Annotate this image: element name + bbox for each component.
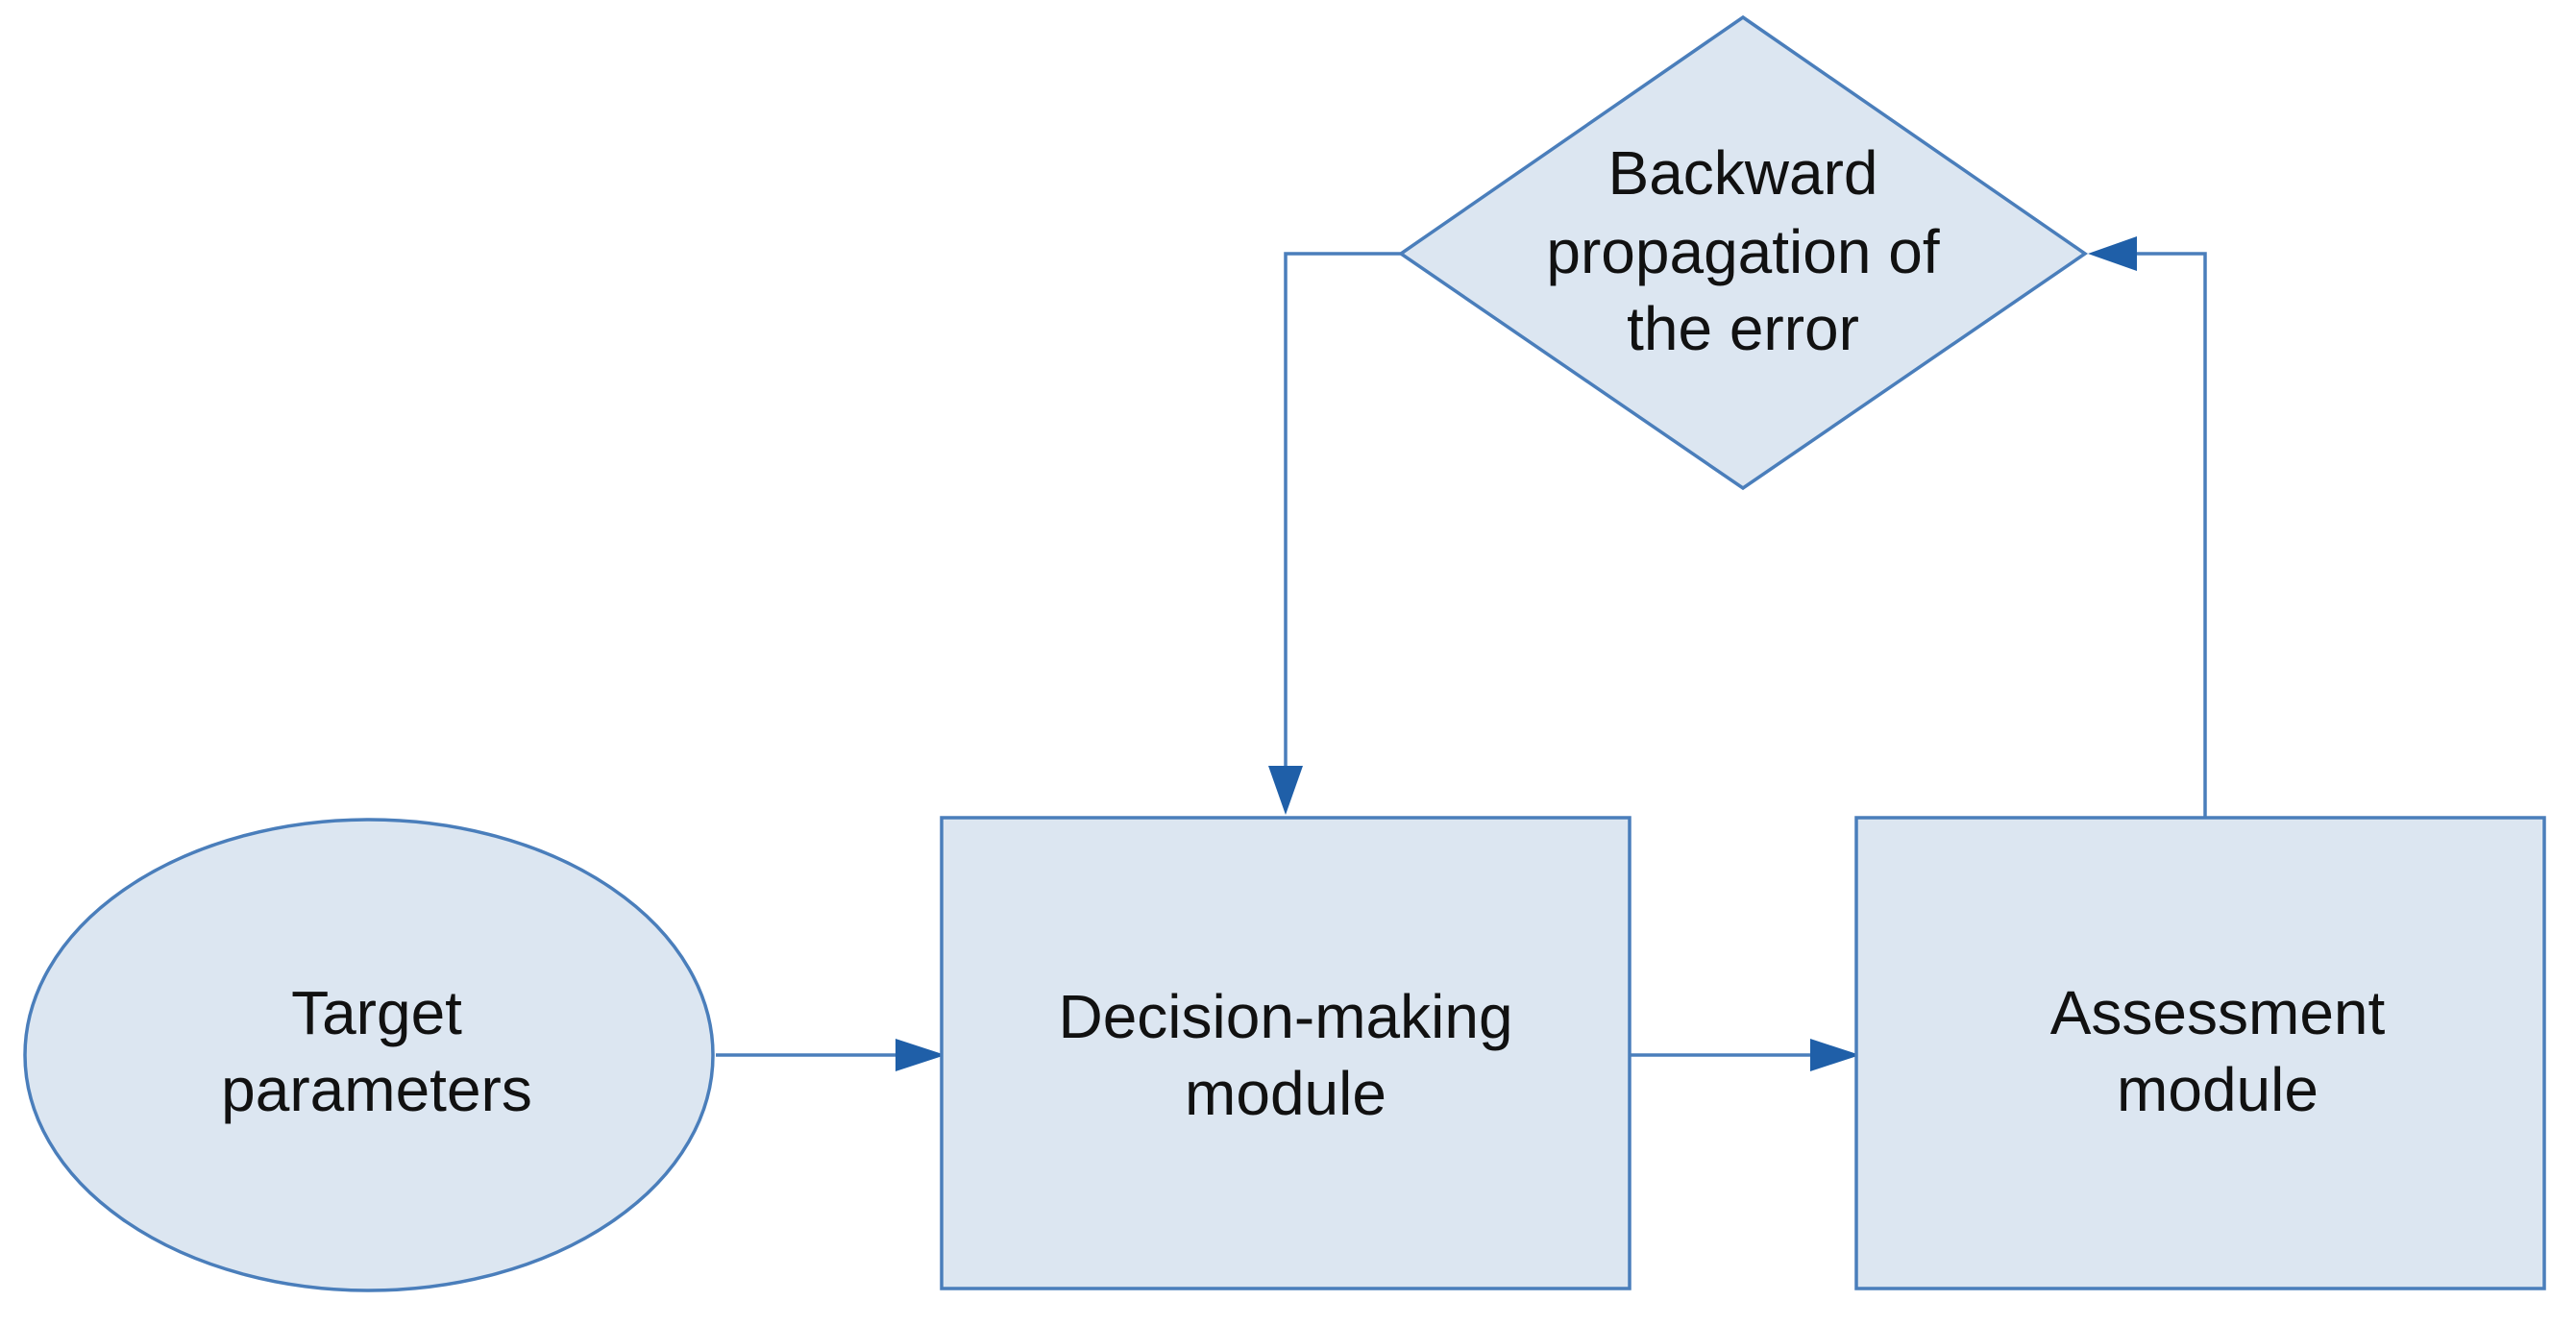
node-backward-propagation: Backward propagation of the error: [1397, 14, 2089, 491]
node-assessment-module: Assessment module: [1854, 816, 2546, 1290]
decision-making-module-label-line2: module: [1185, 1059, 1386, 1128]
edge-backprop-to-decision: [1284, 252, 1401, 769]
node-target-parameters: Target parameters: [23, 818, 715, 1292]
arrowhead-backprop-input: [2088, 236, 2137, 271]
target-parameters-ellipse: [23, 818, 715, 1292]
decision-making-module-label-line1: Decision-making: [1058, 982, 1512, 1051]
decision-making-module-box: [940, 816, 1631, 1290]
assessment-module-label-line2: module: [2117, 1055, 2318, 1124]
assessment-module-box: [1854, 816, 2546, 1290]
backward-propagation-label-line1: Backward: [1608, 138, 1878, 208]
target-parameters-label-line2: parameters: [221, 1055, 532, 1124]
backward-propagation-label-line3: the error: [1627, 294, 1859, 363]
target-parameters-label-line1: Target: [291, 978, 462, 1047]
arrowhead-decision-feedback: [1268, 766, 1303, 815]
assessment-module-label-line1: Assessment: [2050, 978, 2386, 1047]
edge-assessment-to-backprop: [2133, 252, 2207, 818]
backward-propagation-label-line2: propagation of: [1546, 217, 1939, 286]
arrowhead-decision-input: [895, 1039, 945, 1071]
node-decision-making-module: Decision-making module: [940, 816, 1631, 1290]
arrowhead-assessment-input: [1810, 1039, 1860, 1071]
backward-propagation-diamond: [1397, 14, 2089, 491]
